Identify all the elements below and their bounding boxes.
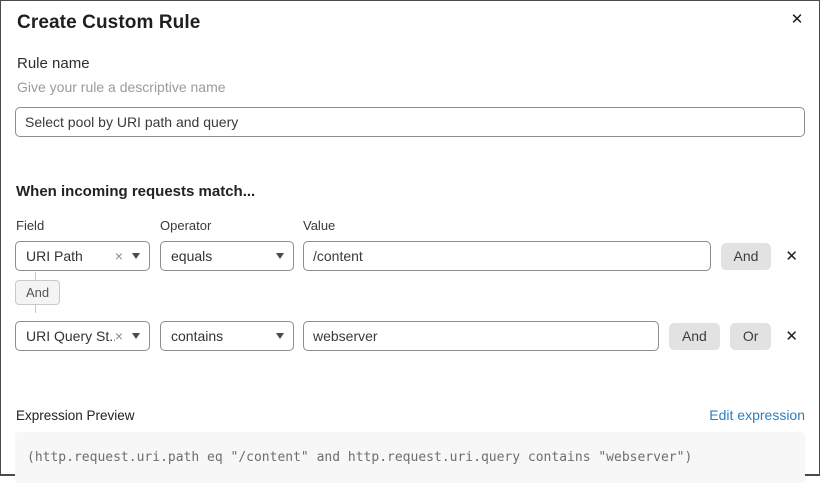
remove-row-icon[interactable]: ✕ <box>785 247 798 265</box>
operator-select[interactable]: contains <box>160 321 294 351</box>
close-icon[interactable]: ✕ <box>787 9 807 29</box>
expression-preview-label: Expression Preview <box>16 408 135 423</box>
expression-preview-header: Expression Preview Edit expression <box>15 407 805 423</box>
condition-row-1: URI Path × equals And ✕ <box>15 241 805 271</box>
match-section-heading: When incoming requests match... <box>16 183 256 200</box>
field-select[interactable]: URI Query St... × <box>15 321 150 351</box>
connector-line-top <box>35 272 36 280</box>
value-input[interactable] <box>303 321 659 351</box>
chevron-down-icon <box>132 253 140 259</box>
field-select-value: URI Path <box>26 248 83 264</box>
clear-icon[interactable]: × <box>114 248 123 264</box>
rule-name-label: Rule name <box>17 55 90 72</box>
logic-connector: And <box>15 272 805 313</box>
chevron-down-icon <box>132 333 140 339</box>
and-button[interactable]: And <box>668 322 720 350</box>
remove-row-icon[interactable]: ✕ <box>785 327 798 345</box>
chevron-down-icon <box>276 333 284 339</box>
value-input[interactable] <box>303 241 711 271</box>
rule-name-input[interactable] <box>15 107 805 137</box>
operator-select[interactable]: equals <box>160 241 294 271</box>
clear-icon[interactable]: × <box>114 328 123 344</box>
column-labels: Field Operator Value <box>15 218 805 233</box>
operator-select-value: contains <box>171 328 224 344</box>
chevron-down-icon <box>276 253 284 259</box>
connector-and-badge[interactable]: And <box>15 280 61 305</box>
expression-code: (http.request.uri.path eq "/content" and… <box>15 432 805 483</box>
connector-line-bottom <box>35 305 36 313</box>
condition-row-2: URI Query St... × contains And Or ✕ <box>15 321 805 351</box>
and-button[interactable]: And <box>720 242 772 270</box>
rule-name-helper: Give your rule a descriptive name <box>17 79 226 95</box>
operator-column-label: Operator <box>160 218 212 233</box>
field-select-value: URI Query St... <box>26 328 115 344</box>
or-button[interactable]: Or <box>729 322 772 350</box>
operator-select-value: equals <box>171 248 213 264</box>
value-column-label: Value <box>303 218 336 233</box>
field-column-label: Field <box>16 218 45 233</box>
edit-expression-link[interactable]: Edit expression <box>709 407 805 423</box>
field-select[interactable]: URI Path × <box>15 241 150 271</box>
page-title: Create Custom Rule <box>17 12 201 33</box>
